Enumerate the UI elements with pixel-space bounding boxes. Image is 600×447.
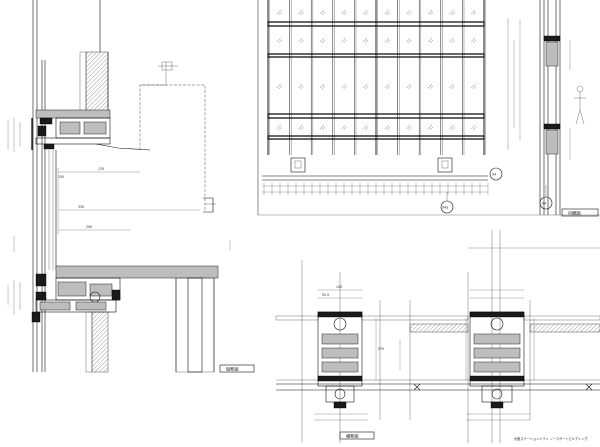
glass-reflection-mark xyxy=(319,83,326,90)
glass-reflection-mark xyxy=(384,83,390,90)
glass-reflection-mark xyxy=(363,124,369,131)
glass-reflection-mark xyxy=(449,83,455,90)
project-title: 大阪ステーションシティ ノースゲートビルディング xyxy=(514,436,588,441)
glass-reflection-mark xyxy=(298,37,304,44)
scale-figure-icon xyxy=(574,85,586,125)
glass-reflection-mark xyxy=(406,9,412,16)
glass-reflection-mark xyxy=(363,83,369,90)
glass-reflection-mark xyxy=(427,9,434,16)
glass-reflection-mark xyxy=(427,37,434,44)
glass-reflection-mark xyxy=(384,124,390,131)
horizontal-section-label: 横断面 xyxy=(346,433,359,440)
glass-reflection-mark xyxy=(406,37,412,44)
glass-reflection-mark xyxy=(319,37,326,44)
dim-label-330: 330 xyxy=(78,205,84,209)
glass-reflection-mark xyxy=(276,124,282,131)
glass-reflection-mark xyxy=(384,37,390,44)
glass-reflection-mark xyxy=(427,124,434,131)
glass-reflection-mark xyxy=(276,83,282,90)
dim-label-52: 52.5 xyxy=(322,293,329,297)
mullion-detail-2 xyxy=(469,311,525,409)
glass-reflection-mark xyxy=(298,9,304,16)
vertical-section-drawing: 170 330 200 150 xyxy=(7,0,255,373)
glass-reflection-mark xyxy=(319,124,326,131)
interior-elevation-grid: X4 X4a xyxy=(262,0,503,214)
grid-marker-x4-top: X4 xyxy=(492,173,496,177)
dim-label-570: 570 xyxy=(378,347,384,351)
glass-reflection-mark xyxy=(298,124,304,131)
dim-label-200: 200 xyxy=(86,225,92,229)
glass-reflection-mark xyxy=(406,83,412,90)
glass-reflection-mark xyxy=(471,9,477,16)
glass-reflection-mark xyxy=(298,83,304,90)
glass-reflection-mark xyxy=(471,83,477,90)
glass-reflection-mark xyxy=(471,124,477,131)
glass-reflection-mark xyxy=(276,9,282,16)
anchor-bolt-icon xyxy=(413,383,593,391)
glass-reflection-mark xyxy=(449,124,455,131)
glass-reflection-mark xyxy=(341,9,347,16)
dim-label-170: 170 xyxy=(98,167,104,171)
glass-reflection-mark xyxy=(449,37,455,44)
glass-reflection-mark xyxy=(319,9,326,16)
glass-reflection-mark xyxy=(363,9,369,16)
glass-reflection-mark xyxy=(384,9,390,16)
glass-reflection-mark xyxy=(341,37,347,44)
dim-label-120: 120 xyxy=(336,285,342,289)
glass-reflection-mark xyxy=(341,124,347,131)
glass-reflection-mark xyxy=(363,37,369,44)
glass-reflection-mark xyxy=(471,37,477,44)
glass-reflection-mark xyxy=(341,83,347,90)
interior-elevation-side-detail: X4 内観図 xyxy=(507,0,599,217)
dim-label-150: 150 xyxy=(58,175,64,179)
glass-reflection-mark xyxy=(406,124,412,131)
grid-marker-x4-side: X4 xyxy=(542,202,546,206)
interior-elevation-label: 内観図 xyxy=(568,210,581,217)
glass-reflection-mark xyxy=(276,37,282,44)
grid-marker-x4a: X4a xyxy=(442,206,448,210)
horizontal-section-drawing: 120 52.5 xyxy=(275,230,600,443)
lower-transom-detail xyxy=(31,265,219,323)
glass-reflection-mark xyxy=(449,9,455,16)
mullion-detail-1 xyxy=(317,311,363,409)
glass-reflection-mark xyxy=(427,83,434,90)
vertical-section-label: 縦断面 xyxy=(226,366,239,373)
upper-transom-detail xyxy=(31,109,151,151)
